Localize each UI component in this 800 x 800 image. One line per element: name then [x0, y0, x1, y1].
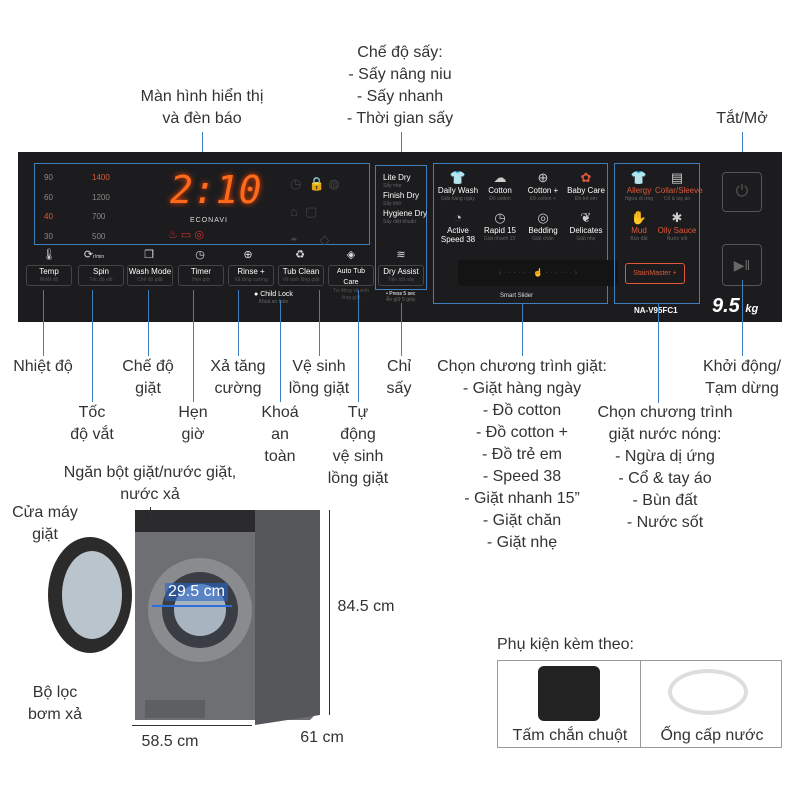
hot-program-box [614, 163, 700, 304]
depth-label: 61 cm [300, 729, 344, 746]
temp-60: 60 [44, 193, 53, 202]
time-display: 2:10 [170, 168, 262, 212]
program-box [433, 163, 608, 304]
power-button[interactable]: ⏻ [722, 172, 762, 212]
spin-icon: ⟳r/min [83, 249, 105, 261]
label-start-pause: Khởi động/Tạm dừng [702, 358, 782, 397]
spin-1400: 1400 [92, 173, 110, 182]
water-hose-image [668, 669, 748, 715]
label-temp: Nhiệt độ [13, 358, 73, 375]
label-programs: Chọn chương trình giặt:- Giặt hàng ngày-… [437, 358, 607, 551]
mouse-guard-image [538, 666, 600, 721]
econavi-label: ECONAVI [190, 217, 228, 224]
model-number: NA-V95FC1 [634, 306, 678, 315]
stainmaster-button[interactable]: StainMaster + [625, 263, 685, 284]
dry-assist-icon: ≋ [396, 249, 406, 261]
spin-1200: 1200 [92, 193, 110, 202]
control-panel: 90 60 40 30 1400 1200 700 500 2:10 ECONA… [18, 152, 782, 322]
accessories-box: Tấm chắn chuột Ống cấp nước [497, 660, 782, 748]
dry-box [375, 165, 427, 290]
accessory-water-hose: Ống cấp nước [660, 727, 764, 744]
auto-tub-icon: ◈ [346, 249, 356, 261]
temp-30: 30 [44, 232, 53, 241]
rinse-plus-button[interactable]: Rinse +Xả tăng cường [228, 265, 274, 286]
wash-mode-icon: ❐ [144, 249, 154, 261]
temp-40: 40 [44, 212, 53, 221]
timer-icon: ◷ [195, 249, 205, 261]
accessory-mouse-guard: Tấm chắn chuột [512, 727, 628, 744]
program-active-speed-38[interactable]: ◔Active Speed 38 [440, 210, 476, 244]
dry-modes-label: Chế độ sấy:- Sấy nâng niu- Sấy nhanh- Th… [346, 44, 454, 127]
accessories-title: Phụ kiện kèm theo: [497, 636, 634, 653]
height-label: 84.5 cm [337, 598, 395, 615]
temp-90: 90 [44, 173, 53, 182]
tub-clean-icon: ♻ [295, 249, 305, 261]
display-area [34, 163, 370, 245]
program-cotton-plus[interactable]: ⊕Cotton +Đồ cotton + [527, 170, 559, 202]
indicator-icons: ◷ 🔒 ◍⌂ ▢◓ ◇ [290, 176, 340, 247]
power-label: Tắt/Mở [716, 110, 768, 127]
status-icons: ♨ ▭ ◎ [168, 229, 204, 241]
rinse-icon: ⊕ [243, 249, 253, 261]
door-diameter: 29.5 cm [165, 583, 228, 601]
spin-700: 700 [92, 212, 106, 221]
thermometer-icon: 🌡 [42, 249, 56, 261]
width-label: 58.5 cm [141, 733, 199, 750]
smart-slider[interactable]: ‹ · · · · · · ☝ · · · · · · › [458, 260, 618, 286]
label-drawer: Ngăn bột giặt/nước giặt,nước xả [63, 464, 237, 503]
spin-500: 500 [92, 232, 106, 241]
smart-slider-label: Smart Slider [500, 293, 534, 299]
capacity: 9.5 kg [712, 295, 759, 317]
